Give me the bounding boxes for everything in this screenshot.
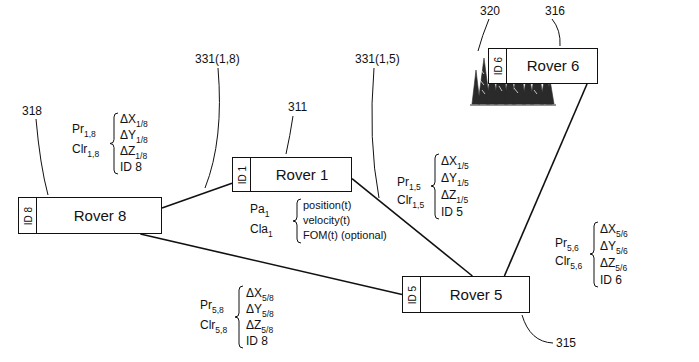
data-label: Pr bbox=[200, 298, 212, 312]
data-label: ΔY bbox=[120, 128, 136, 142]
rover-id: ID 5 bbox=[406, 285, 417, 303]
callout-number: 315 bbox=[556, 336, 576, 350]
subscript: 5/6 bbox=[615, 263, 627, 273]
callout-number: 331(1,5) bbox=[355, 52, 400, 66]
subscript: 1/8 bbox=[136, 119, 148, 129]
data-label: position(t) bbox=[303, 199, 351, 212]
callout-number: 316 bbox=[545, 4, 565, 18]
rover-id: ID 1 bbox=[236, 165, 247, 183]
subscript: 1/5 bbox=[457, 178, 469, 188]
callout-number: 311 bbox=[288, 100, 307, 114]
subscript: 5,8 bbox=[215, 325, 227, 335]
data-label: ΔY bbox=[246, 302, 262, 316]
leader-lines bbox=[36, 19, 560, 343]
callout-number: 318 bbox=[22, 104, 42, 118]
data-label: ID 5 bbox=[441, 205, 463, 219]
callout-number: 331(1,8) bbox=[195, 52, 240, 66]
data-label: Pr bbox=[72, 122, 84, 136]
subscript: 1/8 bbox=[135, 151, 147, 161]
rover-name: Rover 8 bbox=[74, 207, 127, 225]
subscript: 5/8 bbox=[261, 325, 273, 335]
data-label: ID 6 bbox=[600, 273, 622, 287]
rover-box: ID 5 Rover 5 bbox=[402, 276, 530, 313]
id-cell: ID 1 bbox=[233, 158, 251, 191]
data-label: Clr bbox=[555, 254, 570, 268]
link-line bbox=[504, 84, 587, 276]
rover-name: Rover 1 bbox=[276, 166, 329, 184]
id-cell: ID 5 bbox=[403, 277, 421, 312]
data-label: ΔX bbox=[600, 222, 616, 236]
subscript: 5/8 bbox=[262, 293, 274, 303]
subscript: 1 bbox=[265, 209, 270, 219]
rover-box: ID 1 Rover 1 bbox=[232, 157, 352, 192]
subscript: 5/8 bbox=[262, 309, 274, 319]
data-label: ΔY bbox=[441, 171, 457, 185]
data-label: velocity(t) bbox=[303, 214, 350, 227]
id-cell: ID 6 bbox=[489, 49, 507, 83]
rover-id: ID 6 bbox=[492, 57, 503, 75]
data-label: ID 8 bbox=[246, 334, 268, 348]
data-label: ΔX bbox=[441, 154, 457, 168]
id-cell: ID 8 bbox=[19, 198, 37, 233]
subscript: 5/6 bbox=[616, 229, 628, 239]
rover-box: ID 8 Rover 8 bbox=[18, 197, 162, 234]
data-label: Pa bbox=[250, 202, 265, 216]
data-label: ΔX bbox=[246, 286, 262, 300]
callout-number: 320 bbox=[480, 4, 500, 18]
data-label: Clr bbox=[72, 142, 87, 156]
rover-name: Rover 6 bbox=[527, 57, 580, 75]
rover-box: ID 6 Rover 6 bbox=[488, 48, 598, 84]
subscript: 1,8 bbox=[84, 129, 96, 139]
data-label: ΔY bbox=[600, 239, 616, 253]
rover-name: Rover 5 bbox=[450, 286, 503, 304]
subscript: 1/8 bbox=[136, 135, 148, 145]
data-label: Pr bbox=[555, 236, 567, 250]
data-label: ΔZ bbox=[120, 144, 135, 158]
data-label: ΔZ bbox=[246, 318, 261, 332]
subscript: 1/5 bbox=[457, 161, 469, 171]
data-label: ΔZ bbox=[441, 188, 456, 202]
data-label: Pr bbox=[397, 175, 409, 189]
subscript: 5/6 bbox=[616, 246, 628, 256]
subscript: 5,6 bbox=[570, 261, 582, 271]
subscript: 1 bbox=[268, 229, 273, 239]
rover-id: ID 8 bbox=[22, 206, 33, 224]
data-label: Clr bbox=[200, 318, 215, 332]
data-label: Clr bbox=[397, 193, 412, 207]
subscript: 5,6 bbox=[567, 243, 579, 253]
data-label: Cla bbox=[250, 222, 268, 236]
subscript: 1,5 bbox=[409, 182, 421, 192]
link-line bbox=[162, 183, 232, 208]
data-label: FOM(t) (optional) bbox=[303, 229, 387, 242]
link-line bbox=[140, 234, 402, 295]
link-line bbox=[352, 179, 472, 276]
subscript: 5,8 bbox=[212, 305, 224, 315]
subscript: 1,5 bbox=[412, 200, 424, 210]
subscript: 1,8 bbox=[87, 149, 99, 159]
subscript: 1/5 bbox=[456, 195, 468, 205]
data-label: ΔX bbox=[120, 112, 136, 126]
data-label: ID 8 bbox=[120, 160, 142, 174]
data-label: ΔZ bbox=[600, 256, 615, 270]
